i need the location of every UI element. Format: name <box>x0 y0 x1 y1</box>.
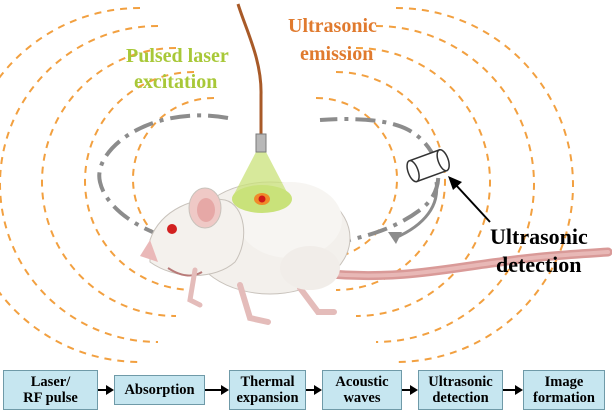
ultrasonic-detection-label-line1: Ultrasonic <box>490 224 588 249</box>
path-arrowhead <box>388 232 402 244</box>
laser-beam <box>232 150 290 198</box>
flow-step-image-formation: Image formation <box>523 370 605 410</box>
flow-step-ultrasonic-detection: Ultrasonic detection <box>418 370 503 410</box>
ultrasonic-detection-label-line2: detection <box>496 252 582 277</box>
fiber-tip <box>255 133 267 153</box>
pulsed-laser-label-line2: excitation <box>134 71 217 93</box>
flow-step-acoustic-waves: Acoustic waves <box>322 370 402 410</box>
pulsed-laser-label-line1: Pulsed laser <box>126 45 229 67</box>
flow-step-laser-rf-pulse: Laser/ RF pulse <box>3 370 98 410</box>
detection-pointer-arrowhead <box>448 176 462 190</box>
ultrasonic-emission-label-line2: emission <box>300 43 373 65</box>
ultrasonic-emission-label-line1: Ultrasonic <box>288 15 377 37</box>
rat-illustration <box>140 181 351 325</box>
transducer-icon <box>406 148 450 183</box>
detection-path-arrow <box>394 181 439 240</box>
optical-fiber <box>236 3 263 134</box>
flow-step-thermal-expansion: Thermal expansion <box>229 370 306 410</box>
flow-step-absorption: Absorption <box>114 375 205 405</box>
detection-pointer-line <box>454 183 491 223</box>
flow-arrows <box>98 385 523 395</box>
